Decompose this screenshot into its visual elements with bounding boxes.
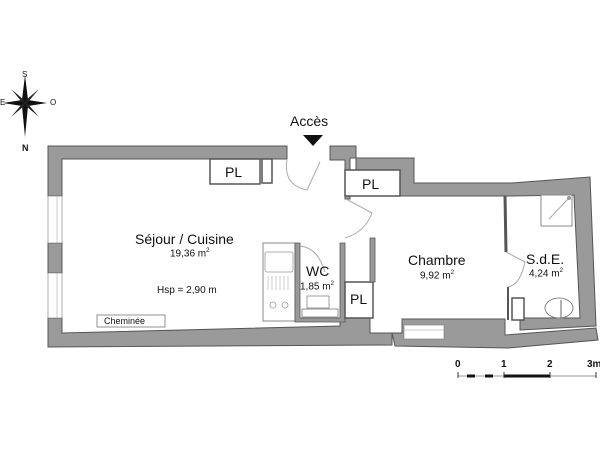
room-area-chambre: 9,92 m2 (420, 270, 454, 282)
scale-tick-1: 1 (501, 359, 507, 370)
closet-label-2: PL (362, 176, 380, 192)
scale-tick-2: 2 (547, 359, 553, 370)
room-area-sde: 4,24 m2 (529, 268, 563, 280)
compass-e: E (0, 98, 6, 107)
access-label: Accès (290, 113, 329, 129)
room-area-sejour: 19,36 m2 (170, 248, 210, 260)
room-name-sde: S.d.E. (526, 251, 565, 267)
room-name-wc: WC (306, 263, 330, 279)
ceiling-height: Hsp = 2,90 m (157, 285, 217, 296)
scale-bar (457, 372, 597, 378)
compass-o: O (50, 98, 57, 107)
compass-n: N (22, 143, 29, 153)
closet-label-3: PL (350, 291, 368, 307)
closet-label-1: PL (225, 164, 243, 180)
room-area-wc: 1,85 m2 (300, 281, 334, 293)
room-name-sejour: Séjour / Cuisine (135, 231, 234, 247)
compass-rose-icon (3, 75, 47, 137)
room-name-chambre: Chambre (408, 252, 466, 268)
access-arrow-icon (303, 135, 323, 146)
scale-tick-3: 3m (587, 359, 600, 370)
compass-s: S (22, 70, 28, 79)
fireplace-label: Cheminée (104, 316, 146, 326)
scale-tick-0: 0 (455, 359, 461, 370)
